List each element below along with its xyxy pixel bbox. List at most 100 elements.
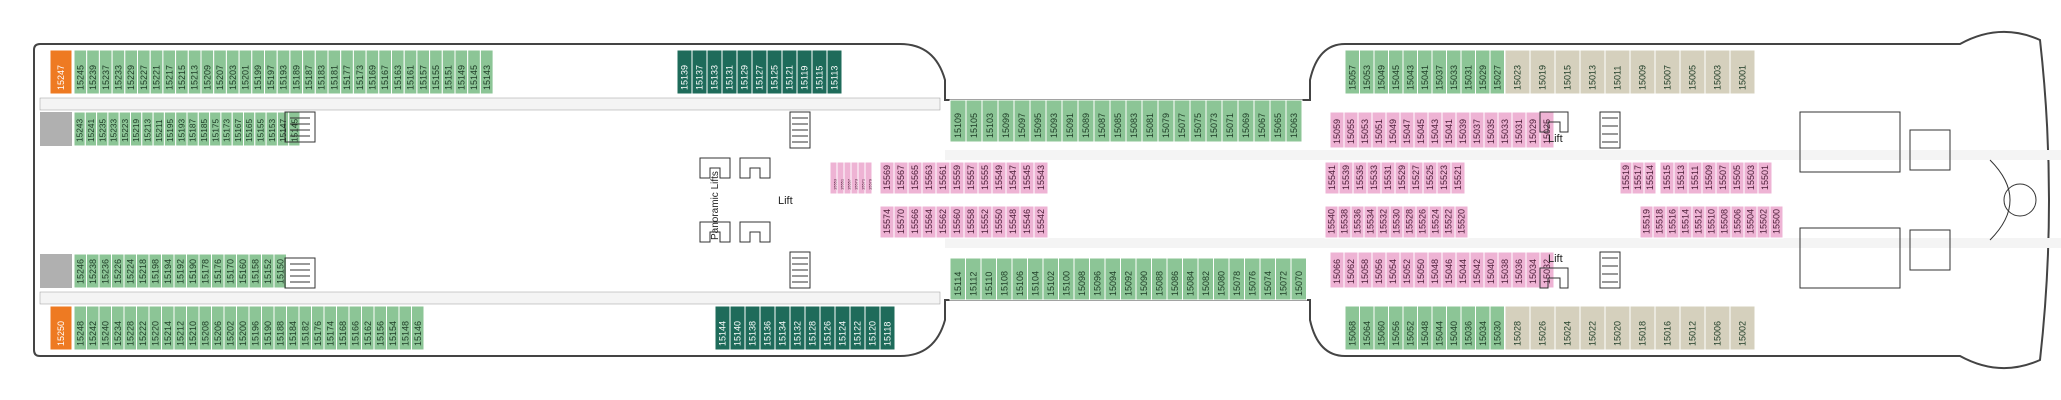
cabin-15096[interactable]: 15096 — [1089, 257, 1106, 301]
cabin-15185[interactable]: 15185 — [197, 111, 211, 147]
cabin-15227[interactable]: 15227 — [137, 49, 151, 95]
cabin-15201[interactable]: 15201 — [238, 49, 253, 95]
cabin-15120[interactable]: 15120 — [864, 305, 881, 351]
cabin-15189[interactable]: 15189 — [289, 49, 304, 95]
cabin-15165[interactable]: 15165 — [243, 111, 256, 147]
cabin-15039[interactable]: 15039 — [1455, 111, 1471, 149]
cabin-15567[interactable]: 15567 — [893, 161, 909, 195]
cabin-15500[interactable]: 15500 — [1769, 205, 1784, 239]
cabin-15046[interactable]: 15046 — [1441, 251, 1457, 289]
cabin-15018[interactable]: 15018 — [1629, 305, 1656, 351]
cabin-15534[interactable]: 15534 — [1363, 205, 1378, 239]
cabin-15193[interactable]: 15193 — [276, 49, 291, 95]
cabin-15546[interactable]: 15546 — [1019, 205, 1035, 239]
cabin-15211[interactable]: 15211 — [152, 111, 165, 147]
cabin-15064[interactable]: 15064 — [1359, 305, 1375, 351]
cabin-15144[interactable]: 15144 — [714, 305, 731, 351]
cabin-15162[interactable]: 15162 — [361, 305, 375, 351]
cabin-15115[interactable]: 15115 — [811, 49, 828, 95]
cabin-15193[interactable]: 15193 — [175, 111, 188, 147]
cabin-15558[interactable]: 15558 — [963, 205, 979, 239]
cabin-15020[interactable]: 15020 — [1604, 305, 1631, 351]
cabin-15535[interactable]: 15535 — [1352, 161, 1368, 195]
cabin-15040[interactable]: 15040 — [1483, 251, 1499, 289]
cabin-15145[interactable]: 15145 — [288, 111, 301, 147]
cabin-15109[interactable]: 15109 — [949, 99, 967, 143]
cabin-15573[interactable]: 15573 — [850, 161, 859, 195]
cabin-15028[interactable]: 15028 — [1504, 305, 1531, 351]
cabin-15105[interactable]: 15105 — [965, 99, 983, 143]
cabin-15509[interactable]: 15509 — [1701, 161, 1717, 195]
cabin-15128[interactable]: 15128 — [804, 305, 821, 351]
cabin-15192[interactable]: 15192 — [173, 253, 187, 289]
cabin-15511[interactable]: 15511 — [1687, 161, 1703, 195]
cabin-15137[interactable]: 15137 — [691, 49, 708, 95]
cabin-15166[interactable]: 15166 — [348, 305, 362, 351]
cabin-15209[interactable]: 15209 — [200, 49, 215, 95]
cabin-15110[interactable]: 15110 — [980, 257, 997, 301]
cabin-15502[interactable]: 15502 — [1756, 205, 1771, 239]
cabin-15220[interactable]: 15220 — [148, 305, 162, 351]
cabin-15183[interactable]: 15183 — [314, 49, 329, 95]
cabin-15084[interactable]: 15084 — [1182, 257, 1199, 301]
cabin-15505[interactable]: 15505 — [1729, 161, 1745, 195]
cabin-15054[interactable]: 15054 — [1385, 251, 1401, 289]
cabin-15043[interactable]: 15043 — [1427, 111, 1443, 149]
cabin-15038[interactable]: 15038 — [1497, 251, 1513, 289]
cabin-15006[interactable]: 15006 — [1704, 305, 1731, 351]
cabin-15559[interactable]: 15559 — [949, 161, 965, 195]
cabin-15243[interactable]: 15243 — [73, 111, 86, 147]
cabin-15512[interactable]: 15512 — [1691, 205, 1706, 239]
cabin-15151[interactable]: 15151 — [441, 49, 456, 95]
cabin-15547[interactable]: 15547 — [1005, 161, 1021, 195]
cabin-15522[interactable]: 15522 — [1441, 205, 1456, 239]
cabin-15024[interactable]: 15024 — [1554, 305, 1581, 351]
cabin-15526[interactable]: 15526 — [1415, 205, 1430, 239]
cabin-15007[interactable]: 15007 — [1654, 49, 1681, 95]
cabin-15240[interactable]: 15240 — [98, 305, 112, 351]
cabin-15049[interactable]: 15049 — [1385, 111, 1401, 149]
cabin-15053[interactable]: 15053 — [1357, 111, 1373, 149]
cabin-15242[interactable]: 15242 — [86, 305, 100, 351]
cabin-15113[interactable]: 15113 — [826, 49, 843, 95]
cabin-15562[interactable]: 15562 — [935, 205, 951, 239]
cabin-15003[interactable]: 15003 — [1704, 49, 1731, 95]
cabin-15147[interactable]: 15147 — [276, 111, 290, 147]
cabin-15176[interactable]: 15176 — [211, 253, 225, 289]
cabin-15198[interactable]: 15198 — [148, 253, 162, 289]
cabin-15501[interactable]: 15501 — [1757, 161, 1773, 195]
cabin-15083[interactable]: 15083 — [1125, 99, 1143, 143]
cabin-15009[interactable]: 15009 — [1629, 49, 1656, 95]
cabin-15226[interactable]: 15226 — [111, 253, 125, 289]
cabin-15075[interactable]: 15075 — [1189, 99, 1207, 143]
cabin-15510[interactable]: 15510 — [1704, 205, 1719, 239]
cabin-15019[interactable]: 15019 — [1529, 49, 1556, 95]
cabin-15063[interactable]: 15063 — [1285, 99, 1303, 143]
cabin-15060[interactable]: 15060 — [1373, 305, 1389, 351]
cabin-15022[interactable]: 15022 — [1579, 305, 1606, 351]
cabin-15545[interactable]: 15545 — [1019, 161, 1035, 195]
cabin-15071[interactable]: 15071 — [1221, 99, 1239, 143]
cabin-15217[interactable]: 15217 — [162, 49, 177, 95]
cabin-15154[interactable]: 15154 — [386, 305, 400, 351]
cabin-15044[interactable]: 15044 — [1431, 305, 1447, 351]
cabin-15503[interactable]: 15503 — [1743, 161, 1759, 195]
cabin-15034[interactable]: 15034 — [1525, 251, 1541, 289]
cabin-15042[interactable]: 15042 — [1469, 251, 1485, 289]
cabin-15027[interactable]: 15027 — [1489, 49, 1505, 95]
cabin-15560[interactable]: 15560 — [949, 205, 965, 239]
cabin-15002[interactable]: 15002 — [1729, 305, 1756, 351]
cabin-15187[interactable]: 15187 — [186, 111, 199, 147]
cabin-15133[interactable]: 15133 — [706, 49, 723, 95]
cabin-15158[interactable]: 15158 — [248, 253, 262, 289]
cabin-15234[interactable]: 15234 — [111, 305, 125, 351]
cabin-15081[interactable]: 15081 — [1141, 99, 1159, 143]
cabin-15178[interactable]: 15178 — [198, 253, 212, 289]
cabin-15012[interactable]: 15012 — [1679, 305, 1706, 351]
cabin-15173[interactable]: 15173 — [352, 49, 367, 95]
cabin-15090[interactable]: 15090 — [1135, 257, 1152, 301]
cabin-15148[interactable]: 15148 — [398, 305, 412, 351]
cabin-15565[interactable]: 15565 — [907, 161, 923, 195]
cabin-15156[interactable]: 15156 — [373, 305, 387, 351]
cabin-15514[interactable]: 15514 — [1643, 161, 1657, 195]
